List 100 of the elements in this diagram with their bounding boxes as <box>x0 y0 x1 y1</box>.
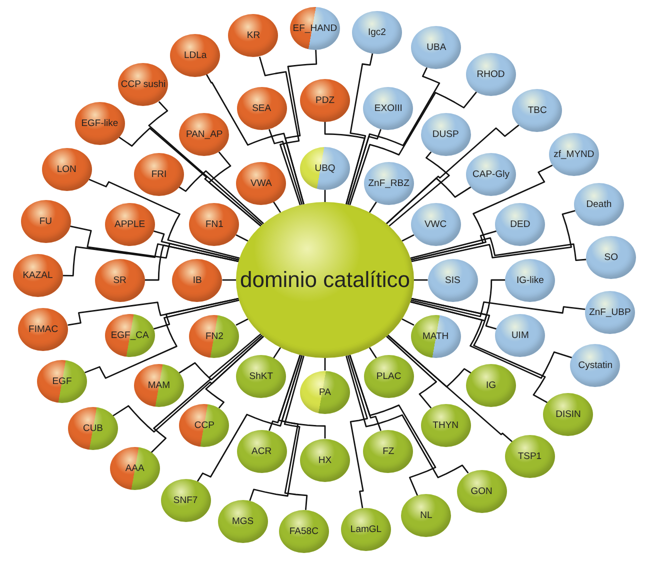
domain-label: FN2 <box>205 330 224 342</box>
domain-circle <box>411 26 462 70</box>
domain-circle <box>236 430 287 473</box>
domain-label: UBA <box>426 42 446 54</box>
domain-label: MGS <box>232 516 254 527</box>
domain-circle <box>300 438 350 482</box>
connector-line <box>346 356 469 478</box>
connector-line <box>148 101 263 226</box>
domain-circle <box>543 392 594 436</box>
catalytic-domain-circle <box>236 202 414 358</box>
domain-circle <box>401 494 452 538</box>
connector-line <box>178 170 264 224</box>
domain-label: GON <box>470 486 492 497</box>
domain-circle <box>341 508 391 551</box>
domain-circle <box>466 152 516 196</box>
connector-line <box>150 333 262 454</box>
domain-label: APPLE <box>114 218 146 230</box>
domain-circle <box>218 500 268 543</box>
connector-line <box>112 336 264 433</box>
domain-label: FU <box>39 216 52 227</box>
connector-line <box>410 301 572 379</box>
domain-circle <box>428 258 478 302</box>
domain-circle <box>104 314 155 358</box>
domain-label: SIS <box>445 274 460 286</box>
domain-circle <box>36 360 87 403</box>
domain-circle <box>504 435 555 478</box>
domain-circle <box>104 202 155 246</box>
domain-circle <box>466 52 516 96</box>
connector-line <box>178 334 263 380</box>
domain-label: FIMAC <box>28 324 58 335</box>
domain-circle <box>134 364 184 408</box>
domain-circle <box>456 470 507 513</box>
domain-circle <box>189 314 240 358</box>
domain-label: Cystatin <box>578 360 613 371</box>
domain-label: CCP sushi <box>120 79 166 90</box>
connector-line <box>414 279 428 281</box>
domain-label: IG <box>486 380 496 392</box>
connector-line <box>410 300 586 318</box>
connector-line <box>68 298 239 326</box>
domain-circle <box>363 87 414 130</box>
connector-line <box>368 201 378 213</box>
domain-label: NL <box>420 510 432 522</box>
domain-label: LamGL <box>350 524 382 535</box>
domain-label: EGF-like <box>81 118 118 130</box>
domain-label: MAM <box>148 380 170 392</box>
connector-line <box>206 74 304 204</box>
domain-label: ACR <box>252 446 272 457</box>
connector-line <box>249 356 304 502</box>
domain-label: LON <box>56 164 76 176</box>
domain-circle <box>74 102 125 146</box>
domain-label: zf_MYND <box>554 148 594 160</box>
domain-circle <box>364 355 414 398</box>
domain-circle <box>410 314 461 358</box>
connector-line <box>349 354 436 496</box>
connector-line <box>387 334 513 442</box>
domain-label: CCP <box>194 420 214 432</box>
domain-label: VWC <box>424 218 447 230</box>
domain-label: FN1 <box>205 218 224 230</box>
connector-line <box>70 226 240 260</box>
domain-circle <box>495 202 546 246</box>
connector-line <box>368 347 378 359</box>
domain-label: SEA <box>252 103 272 114</box>
domain-circle <box>110 447 160 490</box>
domain-label: FRI <box>151 168 167 180</box>
domain-circle <box>466 364 516 408</box>
domain-circle <box>179 404 230 448</box>
domain-circle <box>495 314 546 358</box>
domain-label: KR <box>246 30 260 42</box>
connector-line <box>410 237 586 261</box>
connector-line <box>236 318 248 326</box>
domain-label: PA <box>319 386 331 398</box>
domain-circle <box>574 182 624 226</box>
domain-circle <box>512 88 562 132</box>
connector-line <box>347 355 368 508</box>
connector-line <box>324 190 326 202</box>
connector-line <box>386 124 520 224</box>
domain-label: DUSP <box>432 128 459 140</box>
domain-circle <box>300 146 350 190</box>
domain-label: TBC <box>528 104 547 116</box>
connector-line <box>402 234 414 242</box>
domain-label: KAZAL <box>22 270 53 281</box>
domain-label: EGF <box>52 376 72 387</box>
domain-label: Igc2 <box>368 26 386 38</box>
domain-circle <box>236 162 286 204</box>
connector-line <box>84 300 240 379</box>
domain-label: SNF7 <box>173 494 198 506</box>
domain-circle <box>410 202 461 246</box>
domain-circle <box>172 258 222 302</box>
domain-circle <box>278 510 329 553</box>
domain-label: DED <box>510 218 530 230</box>
connector-line <box>268 129 303 205</box>
domain-label: VWA <box>250 178 272 188</box>
domain-circle <box>584 290 635 334</box>
domain-circle <box>570 344 620 387</box>
domain-circle <box>94 258 145 302</box>
domain-label: TSP1 <box>518 451 542 462</box>
domain-label: UBQ <box>314 162 336 174</box>
domain-label: IG-like <box>516 274 544 286</box>
connector-line <box>349 91 478 206</box>
domain-label: dominio catalítico <box>240 267 410 293</box>
